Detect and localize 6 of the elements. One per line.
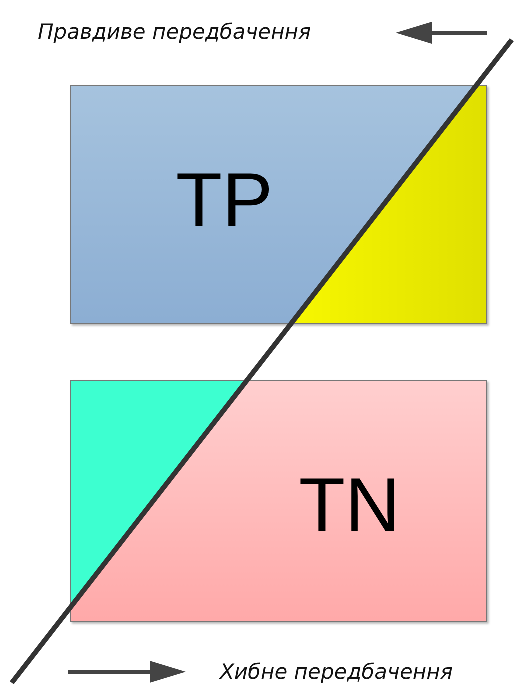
class-box (70, 85, 487, 324)
class-label: TN (299, 468, 400, 544)
class-label: TP (176, 163, 274, 239)
prediction-caption: Правдиве передбачення (38, 20, 312, 44)
class-box (70, 380, 487, 622)
prediction-caption: Хибне передбачення (220, 660, 453, 684)
